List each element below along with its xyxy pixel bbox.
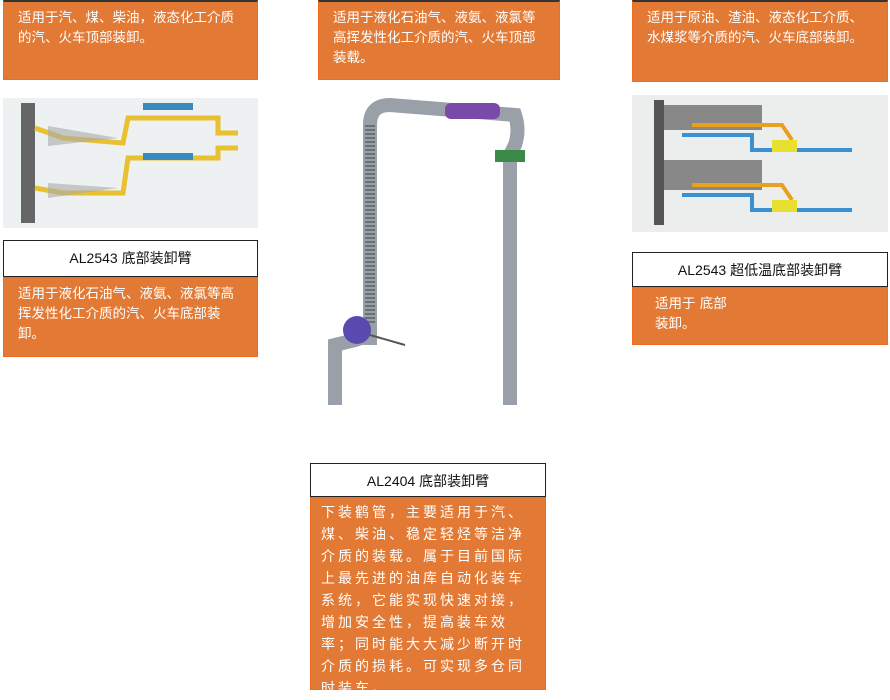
bottom-loading-arm-image	[328, 97, 525, 405]
top-left-description: 适用于汽、煤、柴油，液态化工介质的汽、火车顶部装卸。	[3, 0, 258, 80]
product-label-al2543-cryogenic: AL2543 超低温底部装卸臂	[632, 252, 888, 287]
product-description-al2543-cryogenic: 适用于 底部装卸。	[632, 287, 888, 345]
top-middle-description: 适用于液化石油气、液氨、液氯等高挥发性化工介质的汽、火车顶部装载。	[318, 0, 560, 80]
cryogenic-loading-arm-diagram	[632, 95, 888, 232]
top-right-description: 适用于原油、渣油、液态化工介质、水煤浆等介质的汽、火车底部装卸。	[632, 0, 888, 82]
product-description-al2404: 下装鹤管，主要适用于汽、煤、柴油、稳定轻烃等洁净介质的装载。属于目前国际上最先进…	[310, 497, 546, 697]
product-label-al2543: AL2543 底部装卸臂	[3, 240, 258, 277]
product-label-al2404: AL2404 底部装卸臂	[310, 463, 546, 497]
top-loading-arm-diagram	[3, 98, 258, 228]
product-description-al2543: 适用于液化石油气、液氨、液氯等高挥发性化工介质的汽、火车底部装卸。	[3, 277, 258, 357]
